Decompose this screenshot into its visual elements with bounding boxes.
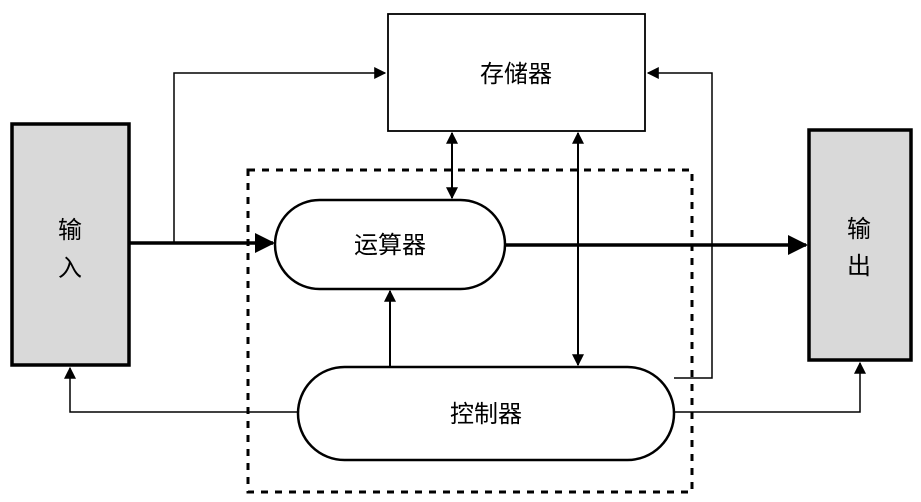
output-label-line1: 输: [847, 215, 871, 243]
arrow-controller-to-output: [674, 361, 866, 413]
output-node: 输 出: [807, 128, 913, 362]
arrow-controller-to-memory: [646, 67, 713, 379]
output-label-line2: 出: [847, 252, 871, 280]
cpu-boundary: [246, 168, 694, 494]
arrow-input-to-memory: [173, 67, 387, 243]
alu-node: 运算器: [273, 198, 507, 291]
arrow-controller-to-input: [64, 366, 298, 413]
input-node: 输 入: [10, 122, 131, 367]
controller-label: 控制器: [450, 400, 522, 428]
alu-label: 运算器: [354, 231, 426, 259]
memory-label: 存储器: [480, 60, 552, 88]
input-label-line2: 入: [58, 254, 82, 282]
input-label-line1: 输: [58, 216, 82, 244]
memory-node: 存储器: [387, 13, 646, 132]
controller-node: 控制器: [296, 365, 676, 462]
